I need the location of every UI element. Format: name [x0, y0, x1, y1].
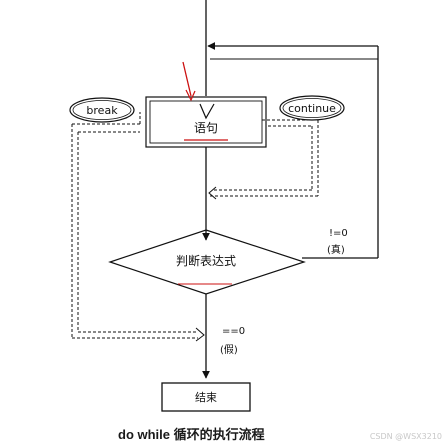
statement-label: 语句 [194, 121, 218, 135]
continue-arrowhead [208, 186, 217, 200]
break-arrowhead [195, 327, 205, 342]
break-node: break [69, 97, 135, 123]
annotation-arrow [182, 61, 215, 120]
diagram-caption: do while 循环的执行流程 [118, 427, 265, 442]
condition-label: 判断表达式 [176, 253, 236, 268]
continue-node: continue [279, 95, 345, 121]
break-path [71, 112, 198, 339]
false-value-label: ==0 [222, 326, 245, 337]
watermark: CSDN @WSX3210 [369, 432, 442, 441]
loop-back-edge [207, 42, 379, 259]
true-value-label: !=0 [329, 228, 348, 239]
end-box: 结束 [161, 382, 251, 412]
end-label: 结束 [195, 391, 217, 404]
break-label: break [86, 104, 118, 117]
statement-box: 语句 [145, 96, 267, 148]
false-word-label: (假) [220, 343, 238, 356]
true-word-label: (真) [327, 243, 345, 256]
continue-path [210, 119, 319, 197]
condition-diamond: 判断表达式 [108, 229, 306, 295]
continue-label: continue [288, 102, 336, 115]
